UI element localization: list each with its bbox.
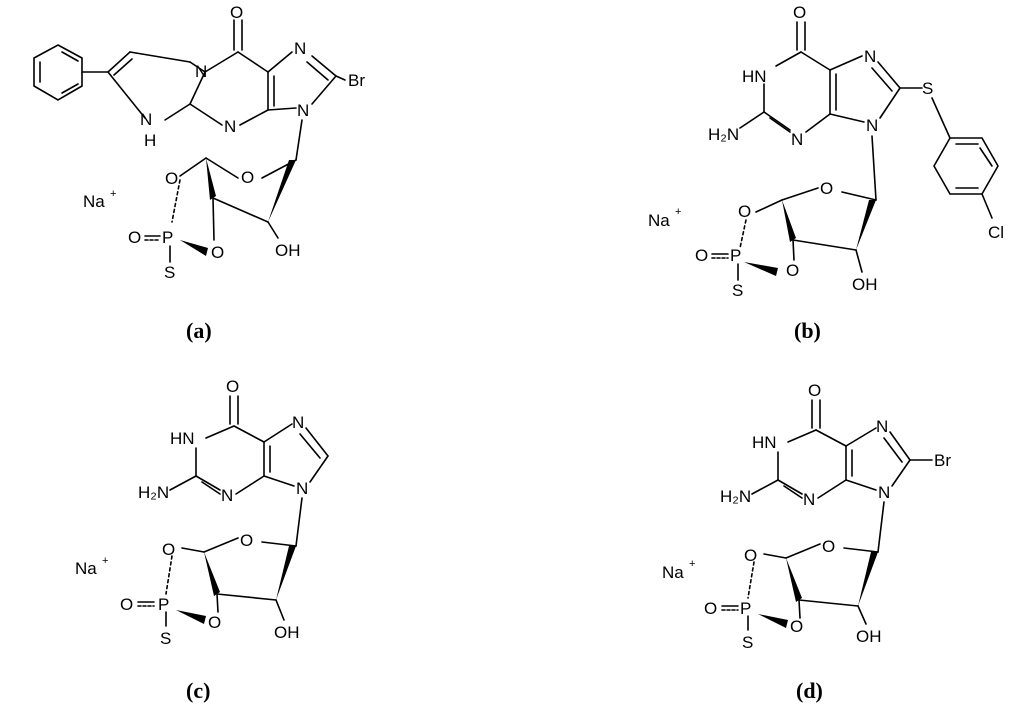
sulfur-label: S bbox=[160, 629, 171, 648]
oxygen-label: O bbox=[226, 377, 239, 396]
o3-label: O bbox=[208, 613, 221, 632]
phosphoryl-oxygen-label: O bbox=[120, 595, 133, 614]
phosphoryl-oxygen-label: O bbox=[128, 228, 141, 247]
chlorophenyl-ring bbox=[931, 97, 999, 219]
hydroxyl-label: OH bbox=[852, 275, 878, 294]
o5-label: O bbox=[162, 540, 175, 559]
oxygen-label: O bbox=[808, 381, 821, 400]
caption-b: (b) bbox=[794, 318, 821, 343]
o3-label: O bbox=[211, 243, 224, 262]
phosphorus-label: P bbox=[730, 246, 741, 265]
caption-d: (d) bbox=[796, 678, 823, 703]
hn-label: HN bbox=[752, 433, 777, 452]
n9-label: N bbox=[296, 479, 308, 498]
n3-label: N bbox=[803, 490, 815, 509]
sodium-label: Na bbox=[662, 563, 684, 582]
o3-label: O bbox=[790, 617, 803, 636]
hydroxyl-label: OH bbox=[856, 627, 882, 646]
phosphorus-label: P bbox=[158, 595, 169, 614]
imidazo-ring bbox=[107, 51, 206, 121]
phosphoryl-oxygen-label: O bbox=[704, 599, 717, 618]
n3-label: N bbox=[791, 130, 803, 149]
ring-nitrogen-label: N bbox=[195, 62, 207, 81]
sulfur-label: S bbox=[742, 633, 753, 652]
n9-label: N bbox=[878, 483, 890, 502]
n7-label: N bbox=[876, 417, 888, 436]
chlorine-label: Cl bbox=[988, 223, 1004, 242]
caption-c: (c) bbox=[186, 678, 210, 703]
thioether-sulfur-label: S bbox=[922, 79, 933, 98]
panel-c: O HN N H₂N N N O O O OH P O S Na + bbox=[75, 377, 329, 703]
ribose-phosphate bbox=[711, 135, 877, 281]
n7-label: N bbox=[864, 47, 876, 66]
nh-nitrogen-label: N bbox=[140, 110, 152, 129]
purine-core bbox=[739, 21, 923, 133]
panel-a: O N N Br N H N N O O O OH P O S bbox=[33, 3, 365, 343]
oxygen-label: O bbox=[230, 3, 243, 22]
hn-label: HN bbox=[742, 67, 767, 86]
imidazole-nitrogen-label: N bbox=[294, 39, 306, 58]
phosphorus-label: P bbox=[740, 599, 751, 618]
sodium-label: Na bbox=[75, 559, 97, 578]
panel-b: O HN N S H₂N N N Cl bbox=[648, 3, 1004, 343]
o5-label: O bbox=[738, 202, 751, 221]
hydroxyl-label: OH bbox=[275, 241, 301, 260]
amino-label: H₂N bbox=[138, 483, 169, 502]
o5-label: O bbox=[744, 546, 757, 565]
ribose-oxygen-label: O bbox=[822, 537, 835, 556]
bottom-nitrogen-label: N bbox=[224, 117, 236, 136]
amino-label: H₂N bbox=[720, 487, 751, 506]
sodium-charge: + bbox=[110, 188, 116, 200]
phosphorus-label: P bbox=[162, 228, 173, 247]
ribose-oxygen-label: O bbox=[820, 179, 833, 198]
ribose-oxygen-label: O bbox=[241, 168, 254, 187]
nh-hydrogen-label: H bbox=[144, 131, 156, 150]
phosphoryl-oxygen-label: O bbox=[695, 246, 708, 265]
hn-label: HN bbox=[170, 429, 195, 448]
sodium-label: Na bbox=[648, 211, 670, 230]
ribose-phosphate bbox=[721, 501, 885, 631]
sodium-charge: + bbox=[675, 206, 681, 218]
bromine-label: Br bbox=[348, 71, 365, 90]
bromine-label: Br bbox=[934, 451, 951, 470]
amino-label: H₂N bbox=[708, 125, 739, 144]
purine-core bbox=[189, 19, 346, 126]
ribose-phosphate bbox=[144, 119, 303, 263]
o3-label: O bbox=[786, 261, 799, 280]
sodium-charge: + bbox=[689, 558, 695, 570]
sulfur-label: S bbox=[732, 281, 743, 300]
purine-core bbox=[751, 399, 933, 499]
sodium-label: Na bbox=[83, 192, 105, 211]
n9-label: N bbox=[866, 116, 878, 135]
sulfur-label: S bbox=[164, 263, 175, 282]
n9-label: N bbox=[297, 101, 309, 120]
sodium-charge: + bbox=[102, 555, 108, 567]
phenyl-ring bbox=[33, 44, 109, 101]
purine-core bbox=[169, 395, 329, 495]
oxygen-label: O bbox=[793, 3, 806, 22]
panel-d: O HN N Br H₂N N N O O O OH P O S Na bbox=[662, 381, 951, 703]
ribose-oxygen-label: O bbox=[240, 531, 253, 550]
hydroxyl-label: OH bbox=[274, 623, 300, 642]
n7-label: N bbox=[292, 413, 304, 432]
ribose-phosphate bbox=[137, 497, 303, 627]
n3-label: N bbox=[221, 486, 233, 505]
caption-a: (a) bbox=[186, 318, 212, 343]
o5-label: O bbox=[165, 169, 178, 188]
